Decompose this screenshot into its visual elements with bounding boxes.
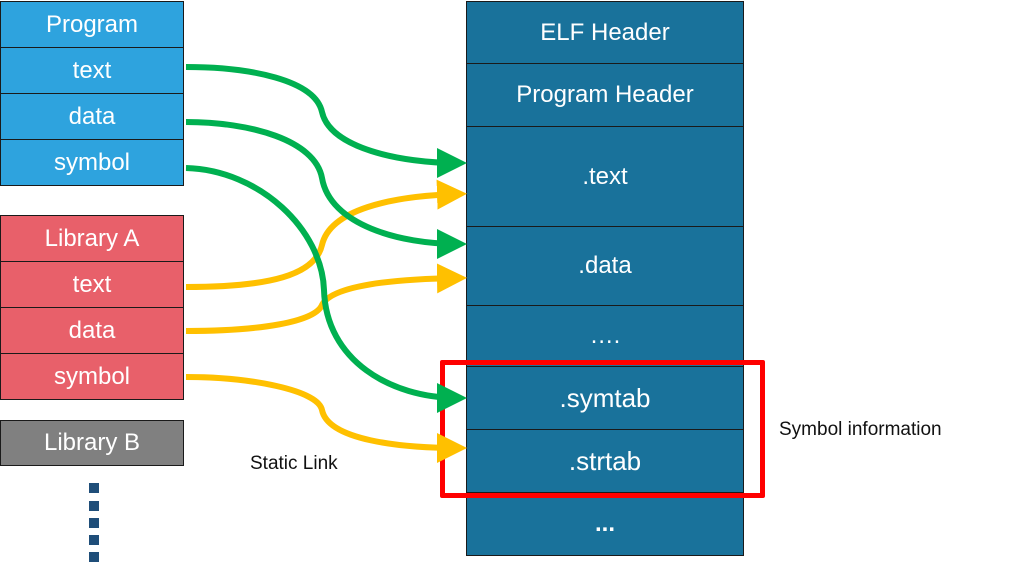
elf-strtab-section: .strtab bbox=[466, 429, 744, 493]
arrow-program-symbol-to-symtab bbox=[185, 165, 467, 413]
elf-text-section: .text bbox=[466, 126, 744, 227]
arrow-program-text-to-text bbox=[185, 64, 467, 178]
continuation-dot bbox=[89, 535, 99, 545]
arrow-libA-text-to-text bbox=[185, 179, 467, 290]
program-title: Program bbox=[45, 10, 139, 38]
program-header-block: Program bbox=[0, 1, 184, 48]
elf-more-label: ... bbox=[594, 510, 615, 537]
continuation-dot bbox=[89, 501, 99, 511]
elf-strtab-label: .strtab bbox=[568, 445, 642, 476]
elf-header-label: ELF Header bbox=[540, 18, 670, 46]
library-a-text-block: text bbox=[0, 261, 184, 308]
elf-header-section: ELF Header bbox=[466, 1, 744, 64]
library-a-data-block: data bbox=[0, 307, 184, 354]
elf-program-header-label: Program Header bbox=[516, 81, 694, 108]
arrow-libA-data-to-data bbox=[185, 263, 467, 334]
program-symbol-label: symbol bbox=[53, 148, 131, 176]
program-data-label: data bbox=[68, 102, 116, 130]
elf-ellipsis-section: …. bbox=[466, 305, 744, 367]
continuation-dot bbox=[89, 552, 99, 562]
elf-data-label: .data bbox=[578, 252, 632, 279]
library-a-header-block: Library A bbox=[0, 215, 184, 262]
continuation-dot bbox=[89, 518, 99, 528]
program-data-block: data bbox=[0, 93, 184, 140]
program-text-label: text bbox=[72, 56, 112, 84]
library-b-block: Library B bbox=[0, 420, 184, 466]
elf-text-label: .text bbox=[582, 162, 628, 190]
static-link-label: Static Link bbox=[250, 453, 338, 474]
elf-data-section: .data bbox=[466, 226, 744, 306]
elf-ellipsis-label: …. bbox=[589, 322, 621, 349]
arrow-libA-symbol-to-strtab bbox=[185, 374, 467, 463]
program-symbol-block: symbol bbox=[0, 139, 184, 186]
continuation-dot bbox=[89, 483, 99, 493]
library-a-symbol-label: symbol bbox=[53, 362, 131, 390]
library-a-symbol-block: symbol bbox=[0, 353, 184, 400]
library-b-title: Library B bbox=[43, 429, 141, 456]
elf-symtab-section: .symtab bbox=[466, 366, 744, 430]
elf-more-section: ... bbox=[466, 492, 744, 556]
elf-program-header-section: Program Header bbox=[466, 63, 744, 127]
library-a-text-label: text bbox=[72, 270, 112, 298]
symbol-information-highlight bbox=[440, 360, 765, 498]
elf-symtab-label: .symtab bbox=[559, 382, 651, 413]
symbol-information-label: Symbol information bbox=[779, 419, 942, 440]
arrow-program-data-to-data bbox=[185, 119, 467, 259]
library-a-title: Library A bbox=[44, 224, 140, 252]
library-a-data-label: data bbox=[68, 316, 116, 344]
